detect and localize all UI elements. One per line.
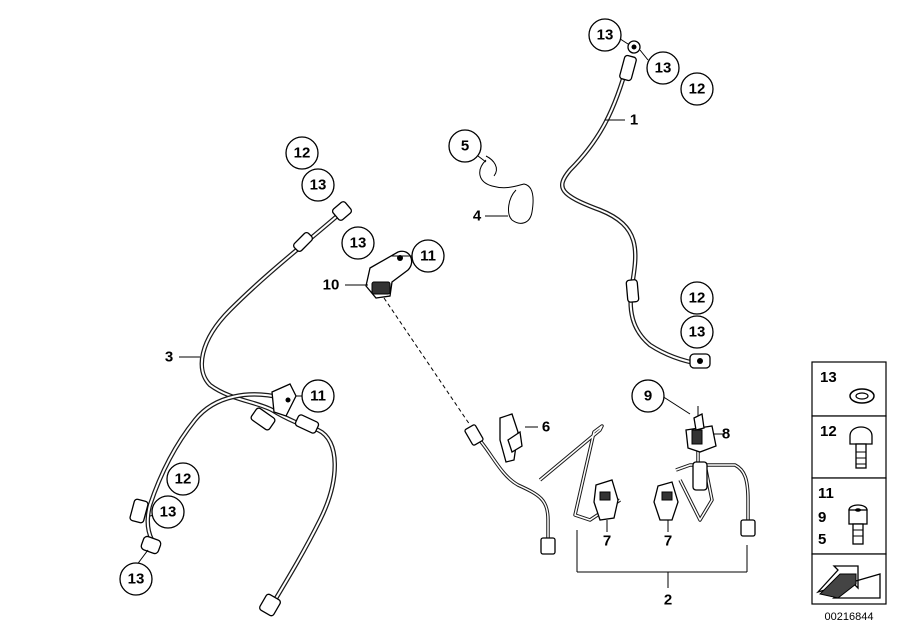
svg-text:12: 12 — [689, 81, 706, 98]
label-part-10: 10 — [323, 277, 340, 294]
banjo-bolt-icon — [849, 426, 873, 469]
callout-13-left-top: 13 — [301, 168, 335, 202]
svg-text:12: 12 — [175, 471, 192, 488]
cap-screw-icon — [848, 504, 868, 545]
svg-text:13: 13 — [655, 60, 672, 77]
svg-text:13: 13 — [689, 324, 706, 341]
callout-12-left-top: 12 — [285, 136, 319, 170]
callout-9: 9 — [631, 379, 665, 413]
diagram-code: 00216844 — [825, 611, 874, 623]
svg-text:12: 12 — [294, 145, 311, 162]
part-6-clip — [499, 413, 523, 463]
callout-11-sensor: 11 — [411, 239, 445, 273]
legend-row-12: 12 — [820, 423, 873, 469]
svg-text:13: 13 — [350, 235, 367, 252]
callout-13-left-bottom: 13 — [151, 495, 185, 529]
svg-text:9: 9 — [644, 388, 652, 405]
part-3-brake-hose — [129, 201, 353, 617]
part-7-holder-left — [593, 479, 619, 521]
svg-text:5: 5 — [818, 531, 826, 548]
label-part-8: 8 — [722, 426, 730, 443]
callout-5: 5 — [448, 129, 482, 163]
legend-panel: 13 12 11 9 5 — [811, 361, 887, 605]
legend-row-11-9-5: 11 9 5 — [818, 485, 868, 548]
callout-13-top-right: 13 — [646, 51, 680, 85]
label-part-4: 4 — [473, 208, 482, 225]
part-10-sensor — [365, 250, 471, 426]
svg-text:13: 13 — [597, 27, 614, 44]
label-part-2: 2 — [664, 592, 672, 609]
svg-text:12: 12 — [820, 423, 837, 440]
callout-12-right-mid: 12 — [680, 281, 714, 315]
callout-12-left-bottom: 12 — [166, 462, 200, 496]
washer-icon — [849, 388, 875, 404]
label-part-6: 6 — [542, 419, 550, 436]
part-4-wire-clip — [479, 155, 534, 224]
callout-13-bottom-left: 13 — [119, 562, 153, 596]
svg-text:11: 11 — [310, 388, 326, 405]
svg-text:11: 11 — [420, 248, 436, 265]
svg-text:13: 13 — [820, 369, 837, 386]
svg-text:11: 11 — [818, 485, 834, 502]
label-part-7-left: 7 — [603, 533, 611, 550]
label-part-3: 3 — [165, 349, 173, 366]
part-1-brake-hose — [560, 40, 711, 369]
callout-12-top-right: 12 — [680, 72, 714, 106]
svg-text:13: 13 — [128, 571, 145, 588]
svg-text:13: 13 — [310, 177, 327, 194]
callout-13-sensor: 13 — [341, 226, 375, 260]
svg-text:5: 5 — [461, 138, 469, 155]
part-8-bracket — [685, 413, 717, 453]
legend-row-13: 13 — [820, 369, 875, 404]
callout-13-right-mid: 13 — [680, 315, 714, 349]
svg-text:9: 9 — [818, 509, 826, 526]
label-part-1: 1 — [630, 112, 638, 129]
callout-11-left: 11 — [301, 379, 335, 413]
svg-text:13: 13 — [160, 504, 177, 521]
part-2-brake-pipe — [464, 424, 756, 555]
svg-text:12: 12 — [689, 290, 706, 307]
direction-arrow-icon — [815, 565, 881, 599]
callout-13-top: 13 — [588, 18, 622, 52]
label-part-7-right: 7 — [664, 533, 672, 550]
part-7-holder-right — [653, 481, 679, 521]
